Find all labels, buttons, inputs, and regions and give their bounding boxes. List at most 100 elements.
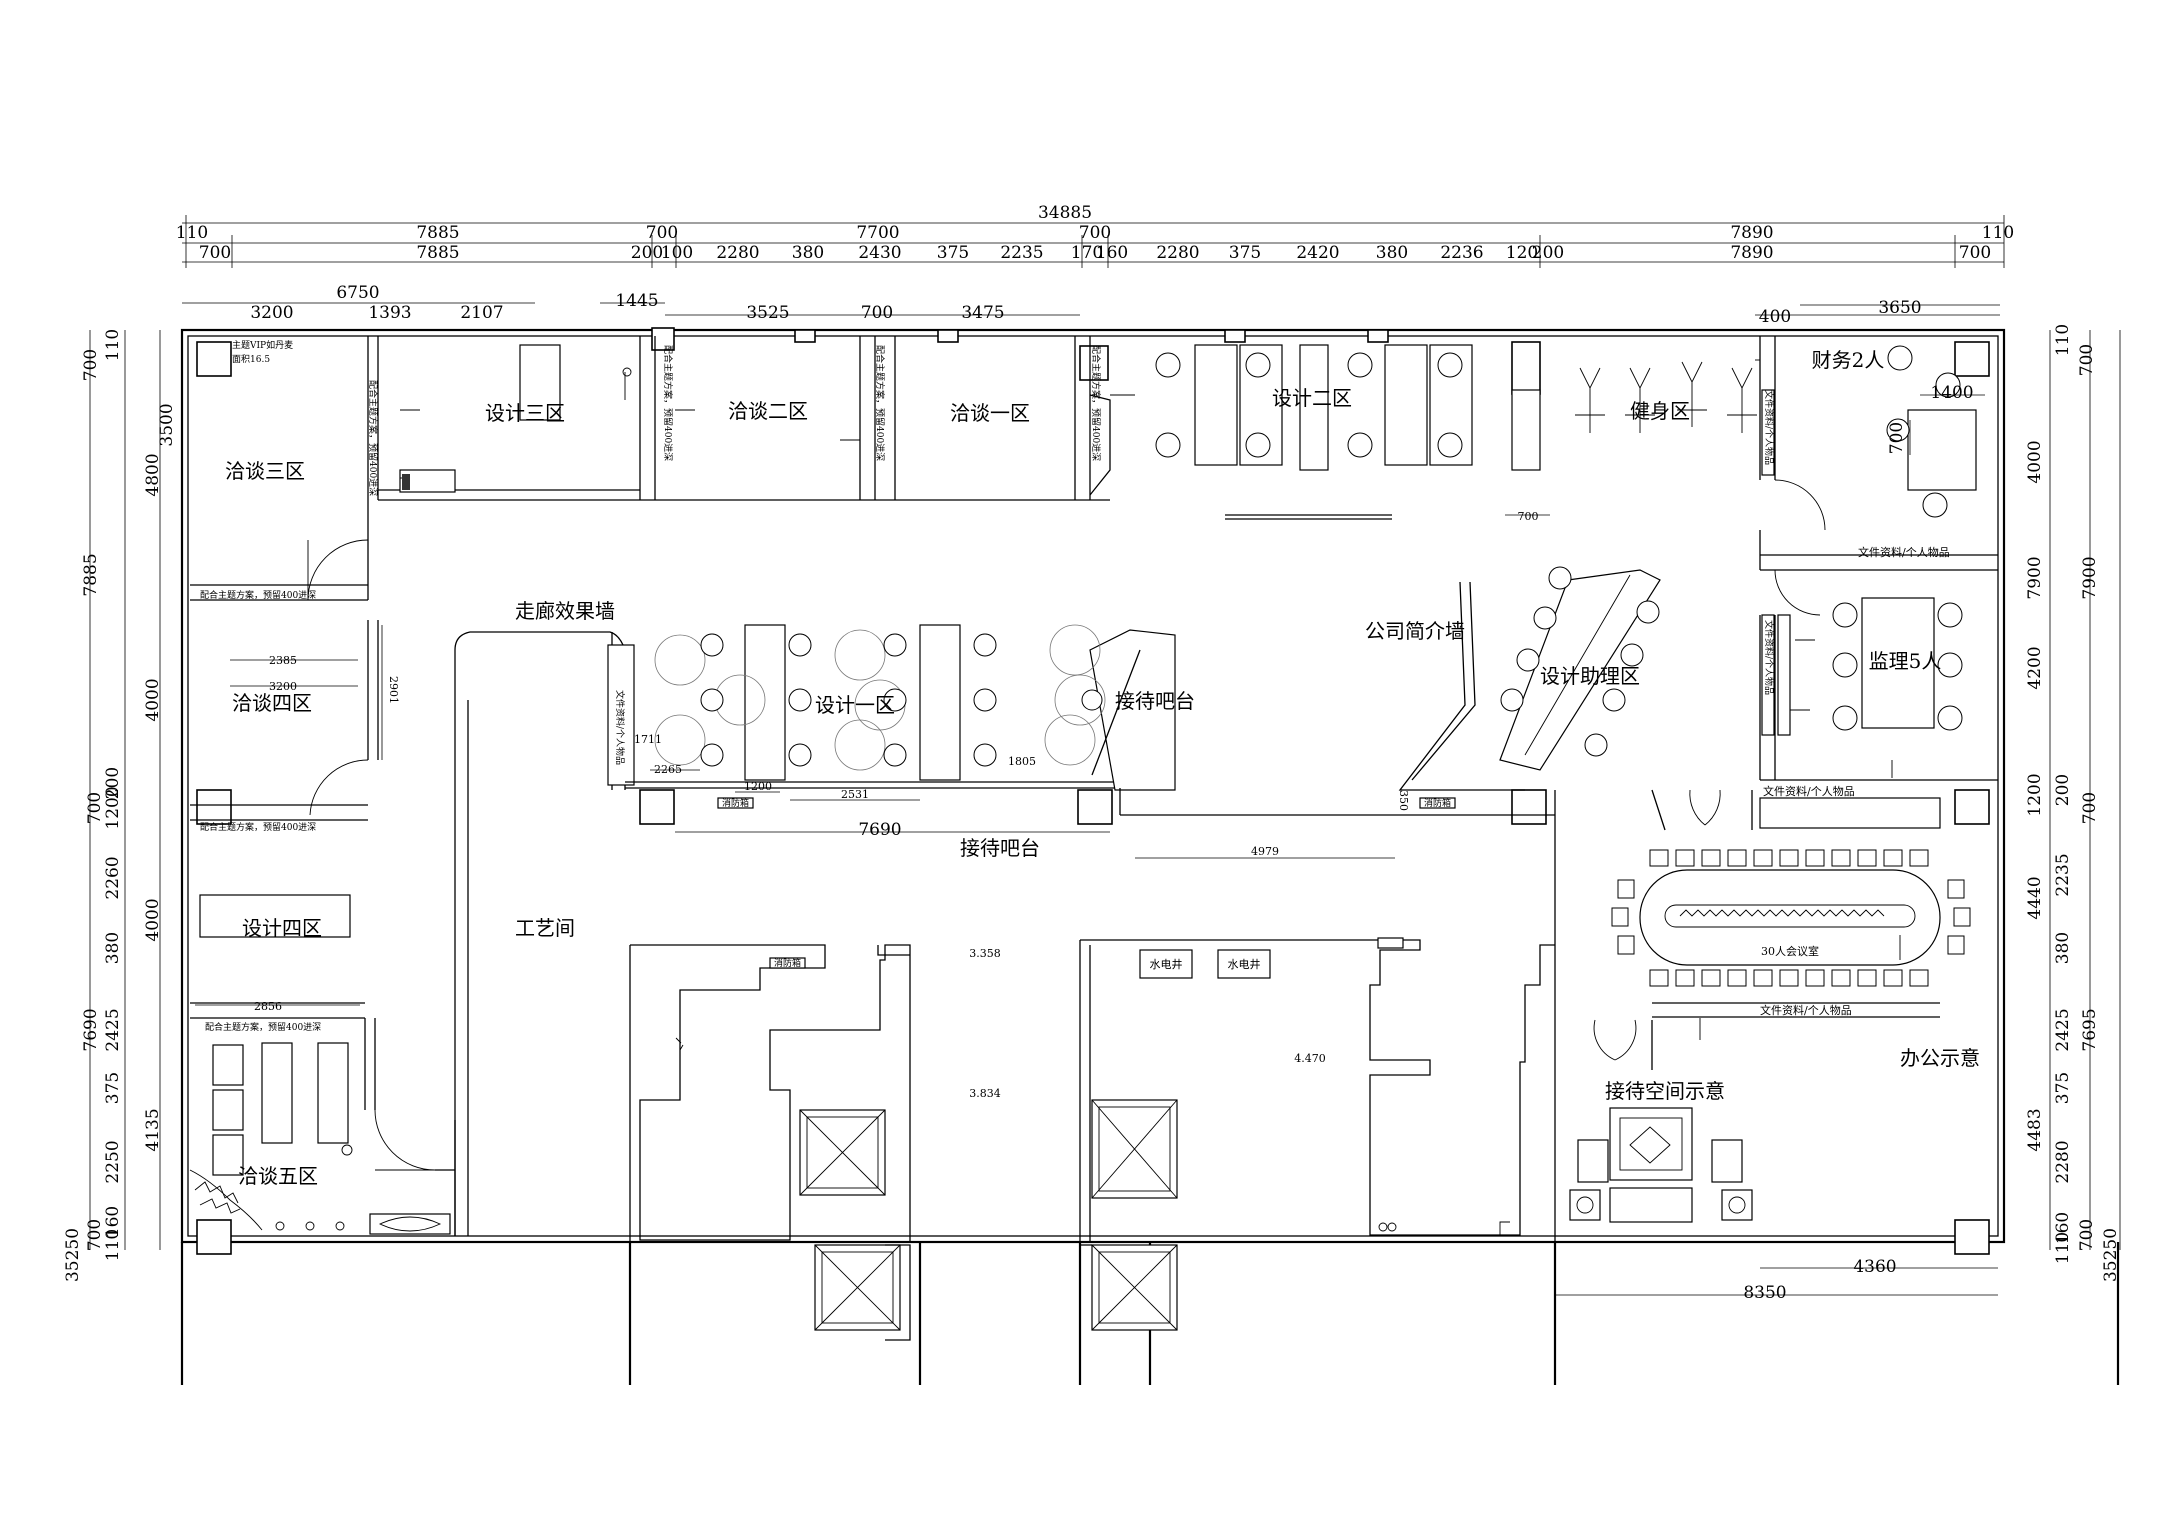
dim-top: 200 (631, 243, 663, 263)
dim-right: 700 (2077, 1219, 2097, 1251)
dim-top: 160 (1096, 243, 1128, 263)
dim-top-overall: 34885 (1038, 203, 1092, 223)
dim-left: 700 (85, 1219, 105, 1251)
dim-left: 4000 (143, 678, 163, 721)
top-dimension-chains: 34885 110 7885 700 7700 700 7890 110 700… (176, 203, 2014, 327)
dim-right: 4440 (2025, 876, 2045, 919)
scheme-note: 配合主题方案，预留400进深 (205, 1021, 321, 1033)
dim-left: 110 (103, 329, 123, 361)
label-shuidian-1: 水电井 (1150, 957, 1183, 971)
dim-right: 1200 (2025, 773, 2045, 816)
dim-right: 2425 (2053, 1008, 2073, 1051)
dim-inner: 2531 (841, 788, 869, 801)
dim-top: 2420 (1296, 243, 1339, 263)
dim-right: 160 (2053, 1212, 2073, 1244)
room-labels: 洽谈三区 洽谈四区 洽谈五区 设计三区 洽谈二区 洽谈一区 设计二区 健身区 财… (225, 348, 1980, 1188)
dim-right: 4200 (2025, 646, 2045, 689)
dim-inner: 4360 (1853, 1257, 1896, 1277)
dim-inner: 2265 (654, 763, 682, 776)
dim-right: 4000 (2025, 440, 2045, 483)
dim-top: 2236 (1440, 243, 1483, 263)
dim-top: 100 (661, 243, 693, 263)
dim-left: 1200 (103, 786, 123, 829)
label-zoulang: 走廊效果墙 (515, 599, 615, 623)
label-jiedai-bar-2: 接待吧台 (960, 836, 1040, 860)
dim-left: 2260 (103, 856, 123, 899)
dim-top: 2235 (1000, 243, 1043, 263)
dim-top: 110 (1982, 223, 2014, 243)
dim-right: 700 (2080, 792, 2100, 824)
dim-left: 2250 (103, 1140, 123, 1183)
dim-right: 380 (2053, 932, 2073, 964)
dim-top: 380 (792, 243, 824, 263)
left-dimension-chains: 35250 7885 7690 700 110 3500 4800 4000 7… (63, 329, 177, 1282)
dim-inner: 700 (1887, 422, 1907, 454)
dim-left: 700 (85, 792, 105, 824)
files-note-vertical: 文件资料/个人物品 (614, 690, 626, 765)
dim-top: 700 (861, 303, 893, 323)
dim-inner: 7690 (858, 820, 901, 840)
room-sheji-2: 设计二区 (1272, 386, 1352, 410)
level-mark: 3.834 (969, 1087, 1001, 1100)
label-gongsi: 公司简介墙 (1365, 619, 1465, 643)
dim-top: 1393 (368, 303, 411, 323)
dim-top: 700 (199, 243, 231, 263)
dim-inner: 350 (1397, 790, 1410, 811)
dim-left: 160 (103, 1206, 123, 1238)
right-dimension-chains: 35250 110 700 4000 7900 4200 1200 700 20… (2025, 324, 2121, 1282)
room-sheji-3: 设计三区 (485, 401, 565, 425)
dim-top: 7890 (1730, 243, 1773, 263)
outer-walls (180, 328, 2120, 1385)
dim-top: 7885 (416, 243, 459, 263)
fire-box-label: 消防箱 (1424, 797, 1451, 809)
structural-columns (196, 327, 1990, 1255)
dim-top: 1445 (615, 291, 658, 311)
dim-right: 375 (2053, 1072, 2073, 1104)
fire-box-label: 消防箱 (774, 957, 801, 969)
dim-left: 375 (103, 1072, 123, 1104)
scheme-note-vertical: 配合主题方案，预留400进深 (874, 345, 886, 461)
scheme-note-vertical: 配合主题方案，预留400进深 (367, 380, 379, 496)
dim-right: 200 (2053, 774, 2073, 806)
dim-top: 2107 (460, 303, 503, 323)
dim-left: 200 (103, 767, 123, 799)
dim-right: 700 (2077, 344, 2097, 376)
dim-inner: 1200 (744, 780, 772, 793)
dim-top: 3200 (250, 303, 293, 323)
room-qiatan-1: 洽谈一区 (950, 401, 1030, 425)
reception-space: 8350 4360 (1555, 1107, 1998, 1303)
files-note-vertical: 文件资料/个人物品 (1763, 390, 1775, 465)
room-qiatan-2: 洽谈二区 (728, 399, 808, 423)
dim-top: 3650 (1878, 298, 1921, 318)
dim-left: 380 (103, 932, 123, 964)
dim-top: 2280 (1156, 243, 1199, 263)
dim-top: 700 (1959, 243, 1991, 263)
dim-left: 110 (103, 1229, 123, 1261)
room-huiyi: 30人会议室 (1761, 944, 1819, 958)
files-note: 文件资料/个人物品 (1858, 545, 1950, 559)
room-sheji-1: 设计一区 (815, 693, 895, 717)
dim-left: 4000 (143, 898, 163, 941)
dim-right: 7900 (2025, 556, 2045, 599)
dim-top: 380 (1376, 243, 1408, 263)
design-zone-2: 700 (1155, 344, 1757, 523)
dim-inner: 2901 (387, 676, 400, 704)
dim-right: 4483 (2025, 1108, 2045, 1151)
vip-note: 主题VIP如丹麦 (232, 339, 293, 351)
dim-top: 700 (1079, 223, 1111, 243)
dim-top: 7890 (1730, 223, 1773, 243)
dim-top: 3525 (746, 303, 789, 323)
dim-top: 375 (1229, 243, 1261, 263)
dim-inner: 3200 (269, 680, 297, 693)
dim-inner: 4979 (1251, 845, 1279, 858)
dim-right: 7900 (2080, 556, 2100, 599)
dim-top: 7700 (856, 223, 899, 243)
scheme-note: 配合主题方案，预留400进深 (200, 821, 316, 833)
dim-right: 35250 (2101, 1228, 2121, 1282)
dim-left: 4800 (143, 453, 163, 496)
dim-top: 120 (1506, 243, 1538, 263)
building-core: 消防箱 3.358 3.834 4.470 (629, 937, 1555, 1385)
dim-left: 7690 (81, 1008, 101, 1051)
conference-room: 文件资料/个人物品 文件资料/个人物品 (1554, 784, 1971, 1242)
dim-top: 170 (1071, 243, 1103, 263)
